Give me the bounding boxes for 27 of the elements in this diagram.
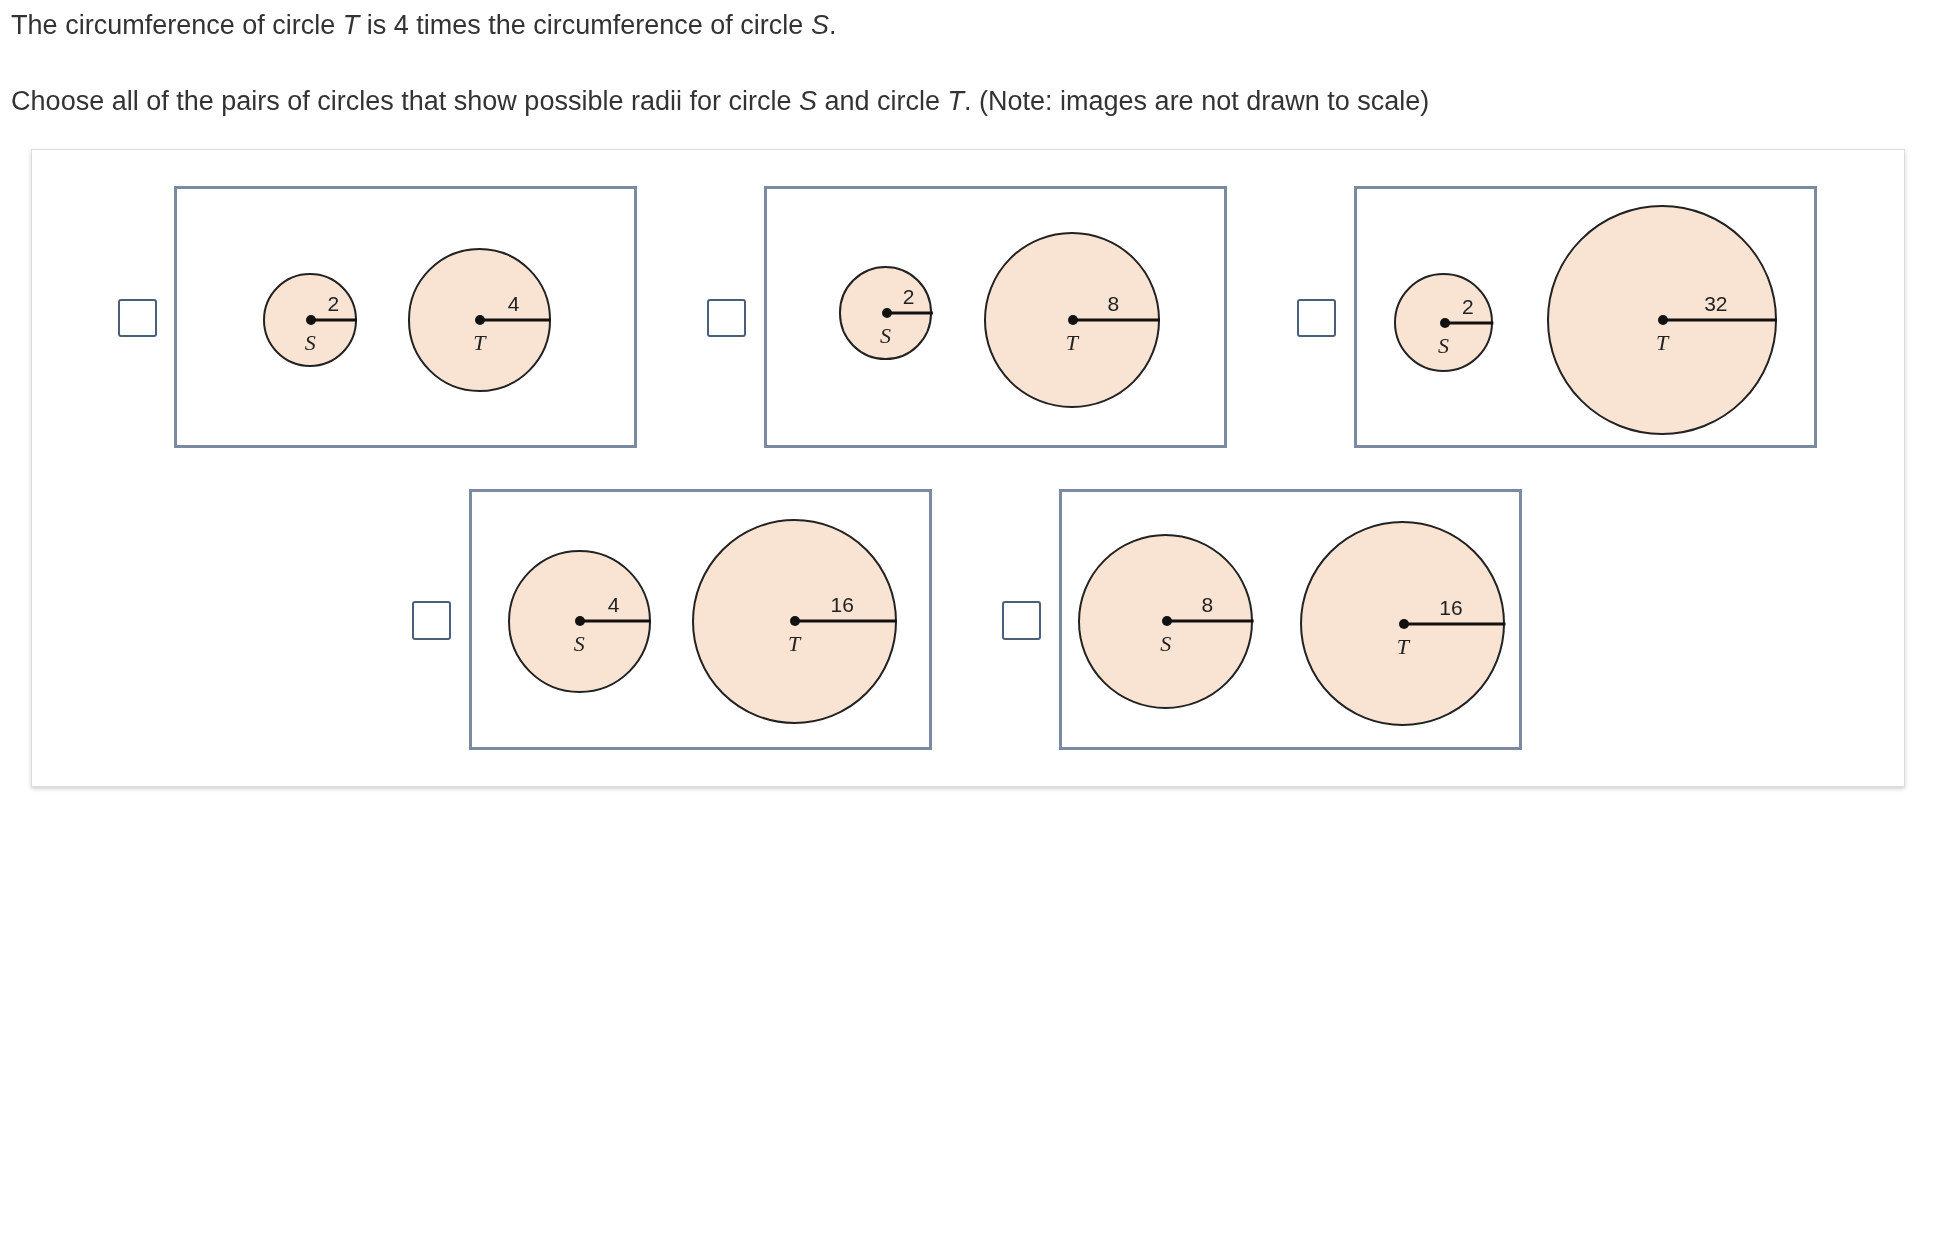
option-panel <box>468 488 932 751</box>
radius-value: 2 <box>1461 294 1475 319</box>
radius-value: 4 <box>506 292 521 317</box>
circle-letter: T <box>787 631 803 658</box>
circle-letter: S <box>1159 631 1173 658</box>
radius-value: 32 <box>1703 292 1729 317</box>
radius-value: 16 <box>1438 595 1464 620</box>
radius-value: 8 <box>1200 593 1215 618</box>
circle-letter: T <box>1064 330 1081 357</box>
option-panel <box>173 186 637 448</box>
circle-letter: T <box>472 330 488 357</box>
circle-letter: S <box>303 330 317 357</box>
circle-letter: S <box>572 631 586 658</box>
option-panel <box>1059 488 1523 751</box>
radius-value: 2 <box>901 284 916 309</box>
circle-letter: T <box>1655 330 1671 357</box>
circle-letter: T <box>1395 633 1412 660</box>
circle-letter: S <box>1437 332 1451 359</box>
option-panel <box>1354 186 1818 448</box>
question-text: The circumference of circle T is 4 times the circumference of circle S. <box>11 9 837 41</box>
radius-value: 2 <box>326 292 341 317</box>
instruction-text: Choose all of the pairs of circles that show possible radii for circle S and circle T. (Note: images are not drawn to scale) <box>11 86 1430 118</box>
radius-value: 16 <box>829 593 855 618</box>
radius-value: 8 <box>1106 292 1121 317</box>
radius-value: 4 <box>606 593 621 618</box>
option-panel <box>764 186 1228 448</box>
circle-letter: S <box>879 322 893 349</box>
